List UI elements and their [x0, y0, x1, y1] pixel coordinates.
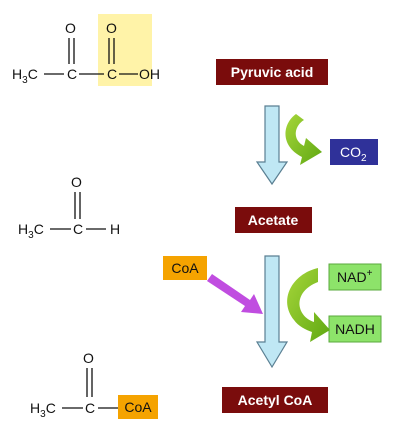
- co2-box: CO2: [330, 139, 378, 165]
- acetyl-coa-structure: H3C C O CoA: [30, 350, 158, 420]
- hydrogen: H: [110, 221, 120, 237]
- h3c-group: H3C: [30, 400, 56, 420]
- carboxyl-carbon: C: [107, 66, 117, 82]
- pyruvic-acid-label: Pyruvic acid: [231, 64, 314, 80]
- green-curve-arrow-nad: [287, 268, 330, 342]
- h3c-group: H3C: [18, 221, 44, 241]
- hydroxyl: OH: [139, 66, 160, 82]
- pyruvic-acid-structure: H3C C O C O OH: [12, 14, 160, 86]
- nadh-box: NADH: [328, 315, 382, 343]
- carboxyl-oxygen: O: [106, 20, 117, 36]
- acetyl-coa-box: Acetyl CoA: [222, 387, 328, 413]
- carbonyl-carbon: C: [85, 400, 95, 416]
- acetyl-coa-label: Acetyl CoA: [238, 392, 313, 408]
- h3c-group: H3C: [12, 66, 38, 86]
- carbonyl-oxygen: O: [83, 350, 94, 366]
- blue-arrow-top: [255, 105, 289, 186]
- co2-label: CO2: [340, 144, 367, 164]
- nad-box: NAD+: [328, 263, 382, 291]
- carbonyl-carbon: C: [67, 66, 77, 82]
- acetate-label: Acetate: [248, 212, 299, 228]
- coa-label: CoA: [124, 399, 152, 415]
- purple-arrow: [207, 274, 263, 314]
- nad-label: NAD+: [337, 268, 373, 285]
- green-curve-arrow-co2: [285, 114, 322, 165]
- coa-input-box: CoA: [163, 256, 207, 280]
- carbonyl-oxygen: O: [65, 20, 76, 36]
- carbonyl-oxygen: O: [71, 174, 82, 190]
- coa-box: [118, 395, 158, 419]
- carbonyl-carbon: C: [73, 221, 83, 237]
- blue-arrow-bottom: [255, 255, 289, 369]
- acetaldehyde-structure: H3C C O H: [18, 174, 120, 241]
- pyruvic-acid-box: Pyruvic acid: [216, 59, 328, 85]
- nadh-label: NADH: [335, 321, 375, 337]
- acetate-box: Acetate: [235, 207, 312, 233]
- coa-input-label: CoA: [171, 260, 199, 276]
